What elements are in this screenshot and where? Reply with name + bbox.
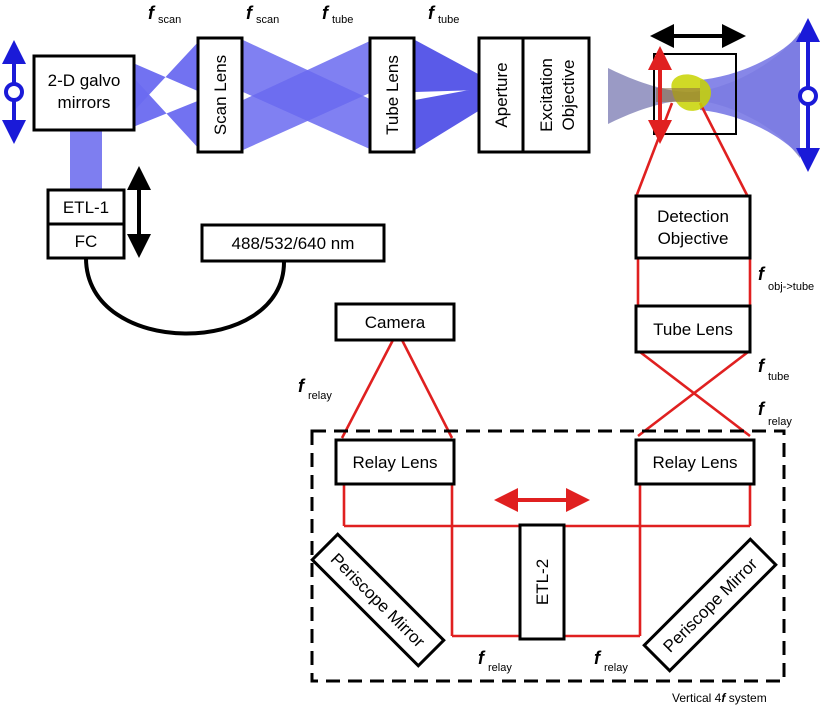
periscope-right-label: Periscope Mirror [660,554,762,656]
periscope-left-label: Periscope Mirror [327,550,429,652]
label-line: mirrors [58,93,111,112]
focal-label-relay-bottom-left: f relay [478,648,512,674]
focal-label-relay-bottom-right: f relay [594,648,628,674]
etl2-label: ETL-2 [533,559,552,605]
relay-lens-left-label: Relay Lens [352,453,437,472]
f-symbol: f [298,376,306,396]
scan-lens: Scan Lens [196,36,244,154]
vertical-4f-caption: Vertical 4f system [672,691,767,705]
f-symbol: f [758,399,766,419]
relay-lens-right: Relay Lens [634,438,756,486]
f-symbol: f [148,3,156,23]
etl-1: ETL-1 [46,188,126,226]
tube-lens-detection: Tube Lens [634,304,752,354]
laser-source: 488/532/640 nm [200,223,386,263]
aperture: Aperture [477,36,525,154]
f-symbol: f [246,3,254,23]
galvo-scan-circle [4,82,24,102]
camera-label: Camera [365,313,426,332]
label-line: 2-D galvo [48,71,121,90]
f-symbol: f [322,3,330,23]
label-line: Objective [658,229,729,248]
fc-label: FC [75,232,98,251]
focal-sub-scan2: scan [256,14,279,26]
focal-label-obj-tube: f obj->tube [758,264,814,293]
focal-label-relay-left: f relay [298,376,332,402]
focal-label-scan2: f scan [246,3,279,26]
focal-sub-obj-tube: obj->tube [768,281,814,293]
tube-lens-det-label: Tube Lens [653,320,733,339]
f-symbol: f [594,648,602,668]
tube-lens-exc-label: Tube Lens [383,55,402,135]
galvo-mirrors: 2-D galvo mirrors [32,54,136,132]
relay-lens-left: Relay Lens [334,438,456,486]
f-symbol: f [428,3,436,23]
fiber-coupler: FC [46,222,126,260]
label-line: Objective [559,60,578,131]
focal-sub-relay-bottom-left: relay [488,662,512,674]
focal-label-tube2: f tube [428,3,459,26]
camera: Camera [334,302,456,342]
relay-lens-right-label: Relay Lens [652,453,737,472]
scan-lens-label: Scan Lens [211,55,230,135]
focal-sub-relay-left: relay [308,390,332,402]
tube-lens-excitation: Tube Lens [368,36,416,154]
laser-label: 488/532/640 nm [232,234,355,253]
focal-sub-scan1: scan [158,14,181,26]
focal-sub-relay-bottom-right: relay [604,662,628,674]
periscope-mirror-left: Periscope Mirror [310,532,446,668]
label-line: Excitation [537,58,556,132]
f-symbol: f [758,264,766,284]
periscope-mirror-right: Periscope Mirror [642,537,778,673]
optical-fiber [84,257,286,336]
galvo-label-1: 2-D galvo mirrors [48,71,121,112]
f-symbol: f [478,648,486,668]
focal-sub-tube1: tube [332,14,353,26]
etl-2: ETL-2 [518,523,566,641]
focal-label-relay-right: f relay [758,399,792,428]
f-symbol: f [758,356,766,376]
output-scan-circle [798,86,818,106]
etl1-label: ETL-1 [63,198,109,217]
label-line: Detection [657,207,729,226]
excitation-beam [70,32,800,190]
focal-label-scan1: f scan [148,3,181,26]
focal-sub-tube-det: tube [768,371,789,383]
focal-label-tube-det: f tube [758,356,789,383]
focal-sub-tube2: tube [438,14,459,26]
focal-label-tube1: f tube [322,3,353,26]
aperture-label: Aperture [492,62,511,127]
focal-sub-relay-right: relay [768,416,792,428]
vertical-4f-box [310,429,786,683]
